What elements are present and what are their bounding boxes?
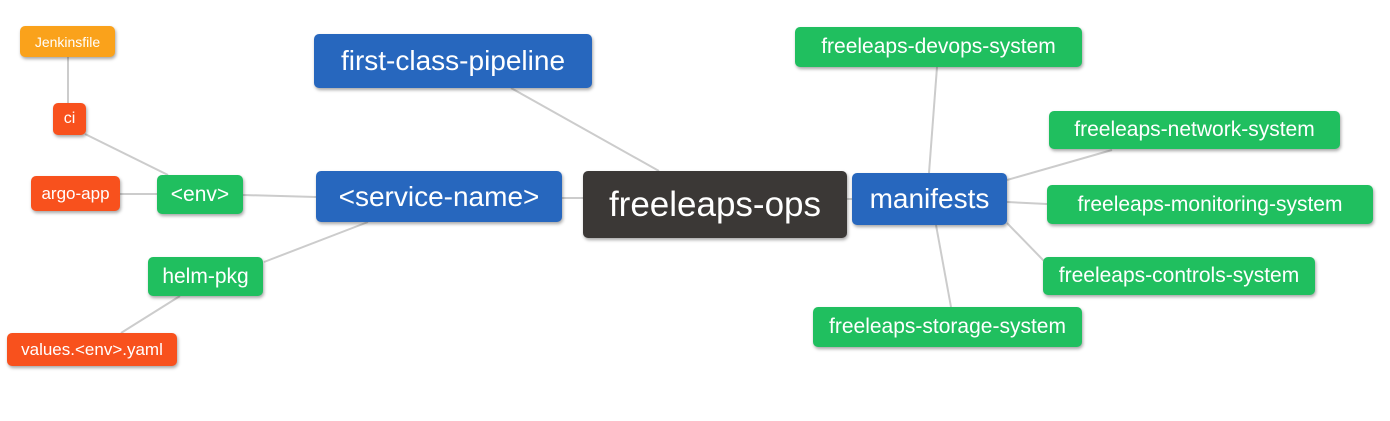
edge-env--service-name — [242, 194, 317, 198]
edge-manifests--freeleaps-storage-system — [935, 224, 952, 308]
node-freeleaps-controls-system[interactable]: freeleaps-controls-system — [1043, 257, 1315, 295]
edge-service-name--helm-pkg — [263, 221, 369, 263]
edge-first-class-pipeline--freeleaps-ops — [510, 87, 660, 172]
edge-manifests--freeleaps-monitoring-system — [1006, 201, 1048, 205]
node-values-env-yaml[interactable]: values.<env>.yaml — [7, 333, 177, 366]
node-first-class-pipeline[interactable]: first-class-pipeline — [314, 34, 592, 88]
edge-ci--env — [84, 133, 169, 176]
edge-manifests--freeleaps-network-system — [1006, 149, 1113, 181]
node-env[interactable]: <env> — [157, 175, 243, 214]
node-freeleaps-network-system[interactable]: freeleaps-network-system — [1049, 111, 1340, 149]
node-freeleaps-monitoring-system[interactable]: freeleaps-monitoring-system — [1047, 185, 1373, 224]
node-argo-app[interactable]: argo-app — [31, 176, 120, 211]
node-service-name[interactable]: <service-name> — [316, 171, 562, 222]
edge-manifests--freeleaps-controls-system — [1006, 222, 1045, 262]
node-freeleaps-storage-system[interactable]: freeleaps-storage-system — [813, 307, 1082, 347]
node-freeleaps-ops[interactable]: freeleaps-ops — [583, 171, 847, 238]
edge-helm-pkg--values-env-yaml — [120, 295, 181, 334]
node-jenkinsfile[interactable]: Jenkinsfile — [20, 26, 115, 57]
node-freeleaps-devops-system[interactable]: freeleaps-devops-system — [795, 27, 1082, 67]
node-ci[interactable]: ci — [53, 103, 86, 135]
node-manifests[interactable]: manifests — [852, 173, 1007, 225]
edge-manifests--freeleaps-devops-system — [928, 66, 938, 174]
node-helm-pkg[interactable]: helm-pkg — [148, 257, 263, 296]
